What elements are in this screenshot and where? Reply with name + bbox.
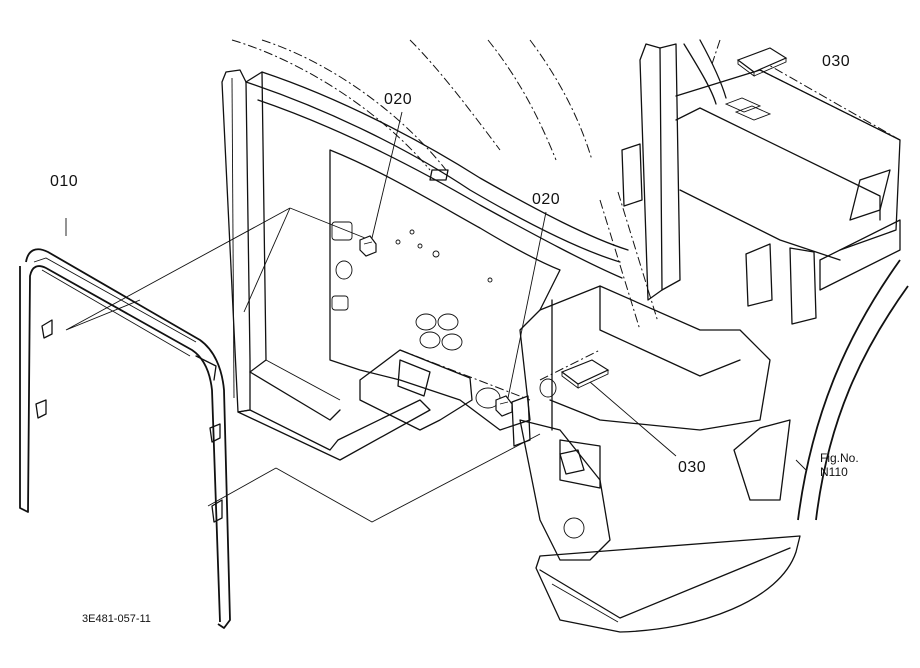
callout-020-lower: 020 (532, 191, 561, 208)
part-030-pad-upper (736, 47, 788, 77)
part-020-bolt-upper (359, 235, 377, 257)
figure-label: Fig.No. (820, 451, 859, 465)
callout-010: 010 (50, 173, 79, 190)
callout-030-upper: 030 (822, 53, 851, 70)
callout-020-upper: 020 (384, 91, 413, 108)
leader-lines (65, 59, 901, 523)
figure-reference: Fig.No. N110 (820, 451, 859, 479)
cab-frame (221, 39, 909, 633)
part-020-bolt-lower (495, 395, 513, 417)
part-010-rear-frame (19, 248, 231, 629)
rear-panel (329, 149, 561, 447)
drawing-code: 3E481-057-11 (82, 613, 151, 625)
part-030-pad-lower (560, 359, 610, 389)
figure-number: N110 (820, 465, 848, 479)
callout-030-lower: 030 (678, 459, 707, 476)
